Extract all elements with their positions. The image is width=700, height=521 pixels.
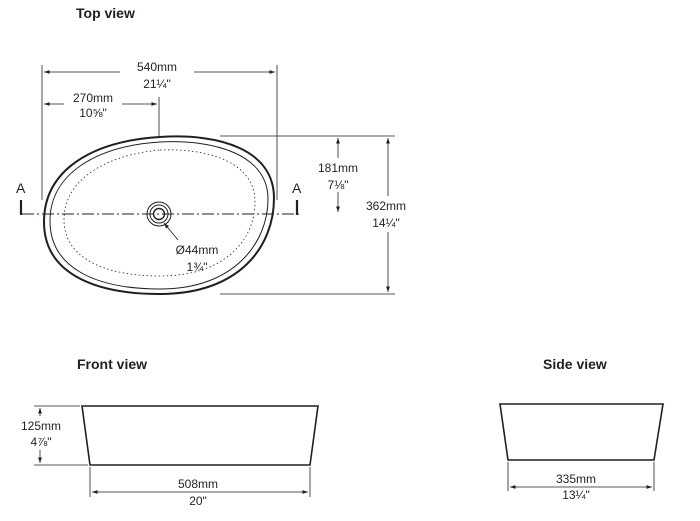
half-depth-in-label: 7⅛"	[328, 178, 349, 192]
height-in-label: 4⅞"	[31, 435, 52, 449]
basin-bowl-line	[63, 149, 256, 277]
front-base-in-label: 20"	[189, 494, 207, 508]
side-view: Side view 335mm 13¼"	[499, 356, 664, 502]
basin-inner-rim	[49, 141, 269, 290]
top-view-title: Top view	[76, 5, 135, 21]
depth-mm-label: 362mm	[366, 199, 406, 213]
width-mm-label: 540mm	[137, 60, 177, 74]
width-in-label: 21¼"	[143, 77, 171, 91]
side-base-label-bg	[547, 474, 611, 484]
drain-inner	[152, 207, 166, 221]
half-depth-mm-label: 181mm	[318, 161, 358, 175]
half-width-mm-label: 270mm	[73, 91, 113, 105]
front-basin-outline	[81, 405, 319, 466]
side-base-mm-label: 335mm	[556, 472, 596, 486]
height-label-bg	[15, 416, 67, 450]
drain-middle	[149, 204, 169, 224]
drain-leader	[163, 222, 179, 241]
section-marker-left: A	[16, 180, 26, 196]
front-base-label-bg	[170, 479, 230, 489]
side-basin-outline	[499, 403, 664, 461]
depth-in-label: 14¼"	[372, 216, 400, 230]
section-marker-right: A	[292, 180, 302, 196]
front-base-mm-label: 508mm	[178, 477, 218, 491]
drain-outer	[146, 201, 172, 227]
height-mm-label: 125mm	[21, 419, 61, 433]
front-view-title: Front view	[77, 356, 147, 372]
front-view: Front view 125mm 4⅞" 508mm 20"	[15, 356, 319, 508]
half-width-in-label: 10⅝"	[79, 106, 107, 120]
half-width-label-bg	[64, 91, 122, 119]
drain-in-label: 1¾"	[187, 260, 208, 274]
basin-outline	[42, 135, 276, 296]
top-view: Top view 540mm 21¼" 270mm 10⅝" A A	[16, 5, 406, 296]
side-view-title: Side view	[543, 356, 607, 372]
side-base-in-label: 13¼"	[562, 488, 590, 502]
drain-mm-label: Ø44mm	[176, 243, 219, 257]
